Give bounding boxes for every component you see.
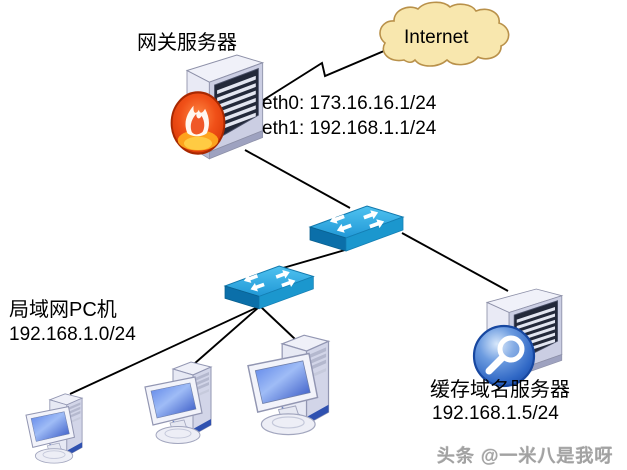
gateway-eth1-label: eth1: 192.168.1.1/24 [262, 118, 437, 139]
link-switch1-dns [401, 232, 509, 292]
internet-label: Internet [404, 27, 469, 48]
link-switch2-pc3 [260, 306, 297, 341]
lan-subnet-label: 192.168.1.0/24 [9, 324, 136, 345]
magnifier-icon [474, 326, 534, 386]
link-switch2-pc1 [69, 306, 259, 395]
firewall-icon [170, 91, 226, 155]
pc-1-icon [25, 393, 83, 464]
dns-ip-label: 192.168.1.5/24 [432, 403, 559, 424]
lan-label: 局域网PC机 [9, 299, 117, 321]
link-gateway-internet [256, 47, 392, 105]
switch-2-icon [225, 266, 313, 309]
dns-label: 缓存域名服务器 [430, 379, 570, 401]
link-gateway-switch1 [244, 149, 351, 209]
gateway-label: 网关服务器 [137, 32, 237, 54]
link-switch1-switch2 [275, 247, 353, 271]
switch-1-icon [310, 206, 403, 251]
link-switch2-pc2 [193, 306, 260, 365]
cloud-icon [379, 1, 510, 67]
gateway-eth0-label: eth0: 173.16.16.1/24 [262, 93, 437, 114]
pc-2-icon [144, 361, 212, 445]
pc-3-icon [247, 334, 330, 436]
watermark: 头条 @一米八是我呀 [437, 446, 614, 466]
